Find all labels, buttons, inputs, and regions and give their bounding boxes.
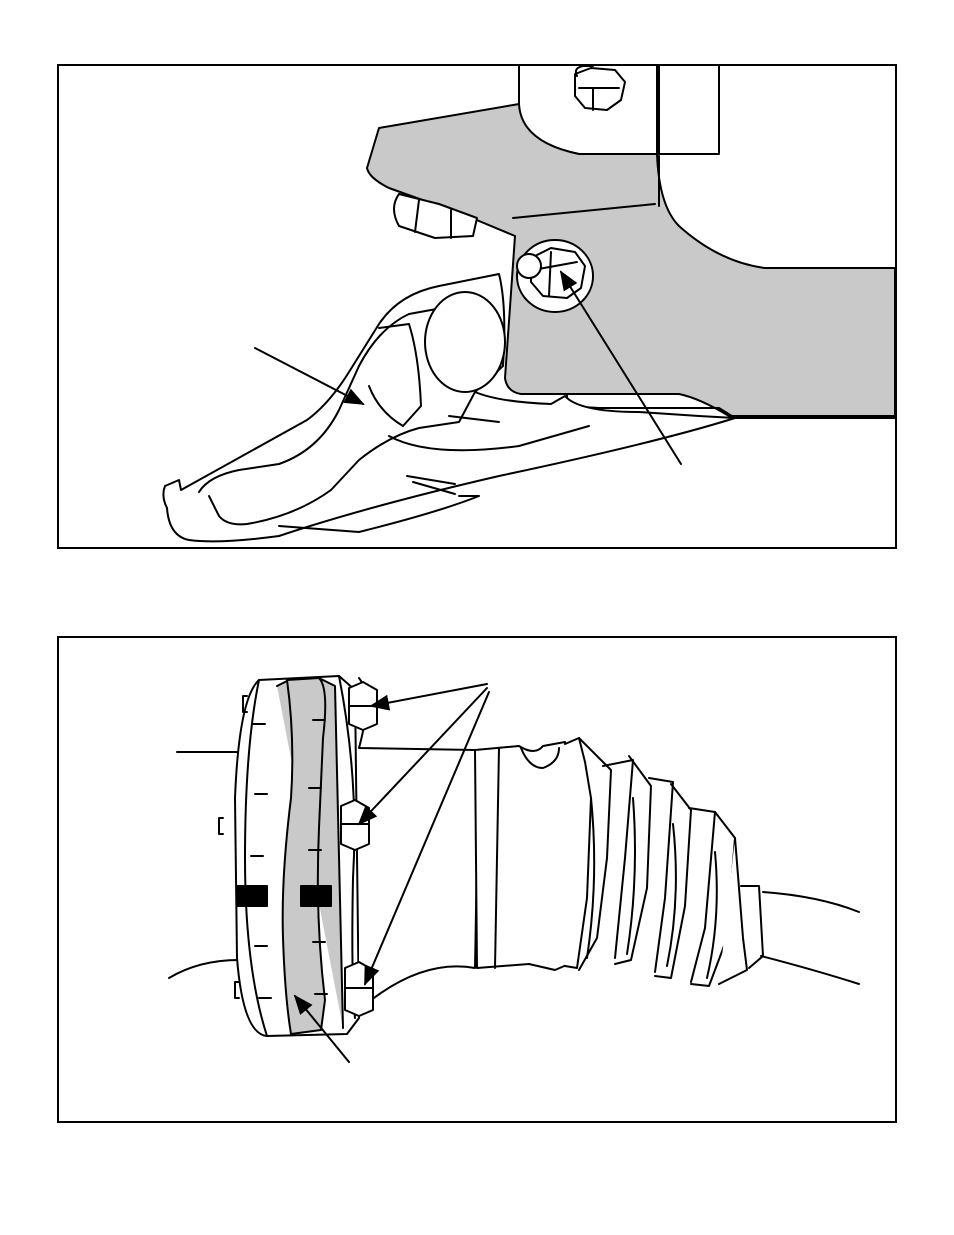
cv-housing: [475, 742, 569, 970]
bolt-leader-top: [371, 684, 487, 706]
flange-bolt-middle: [341, 800, 369, 850]
cv-boot-bellows: [565, 738, 763, 986]
output-shaft-lower: [761, 956, 859, 984]
figure-top-panel: [57, 64, 897, 549]
shaft-left-lower: [169, 960, 245, 978]
suspension-bracket-illustration: [59, 66, 895, 547]
driveshaft-flange-illustration: [59, 638, 895, 1121]
flange-bolt-bottom: [345, 962, 373, 1016]
flange-neck: [359, 678, 477, 1010]
flange-assembly: [219, 676, 359, 1036]
top-nut: [575, 66, 625, 110]
output-shaft-upper: [763, 892, 859, 912]
figure-bottom-panel: [57, 636, 897, 1123]
bracket-bolt: [517, 240, 593, 312]
